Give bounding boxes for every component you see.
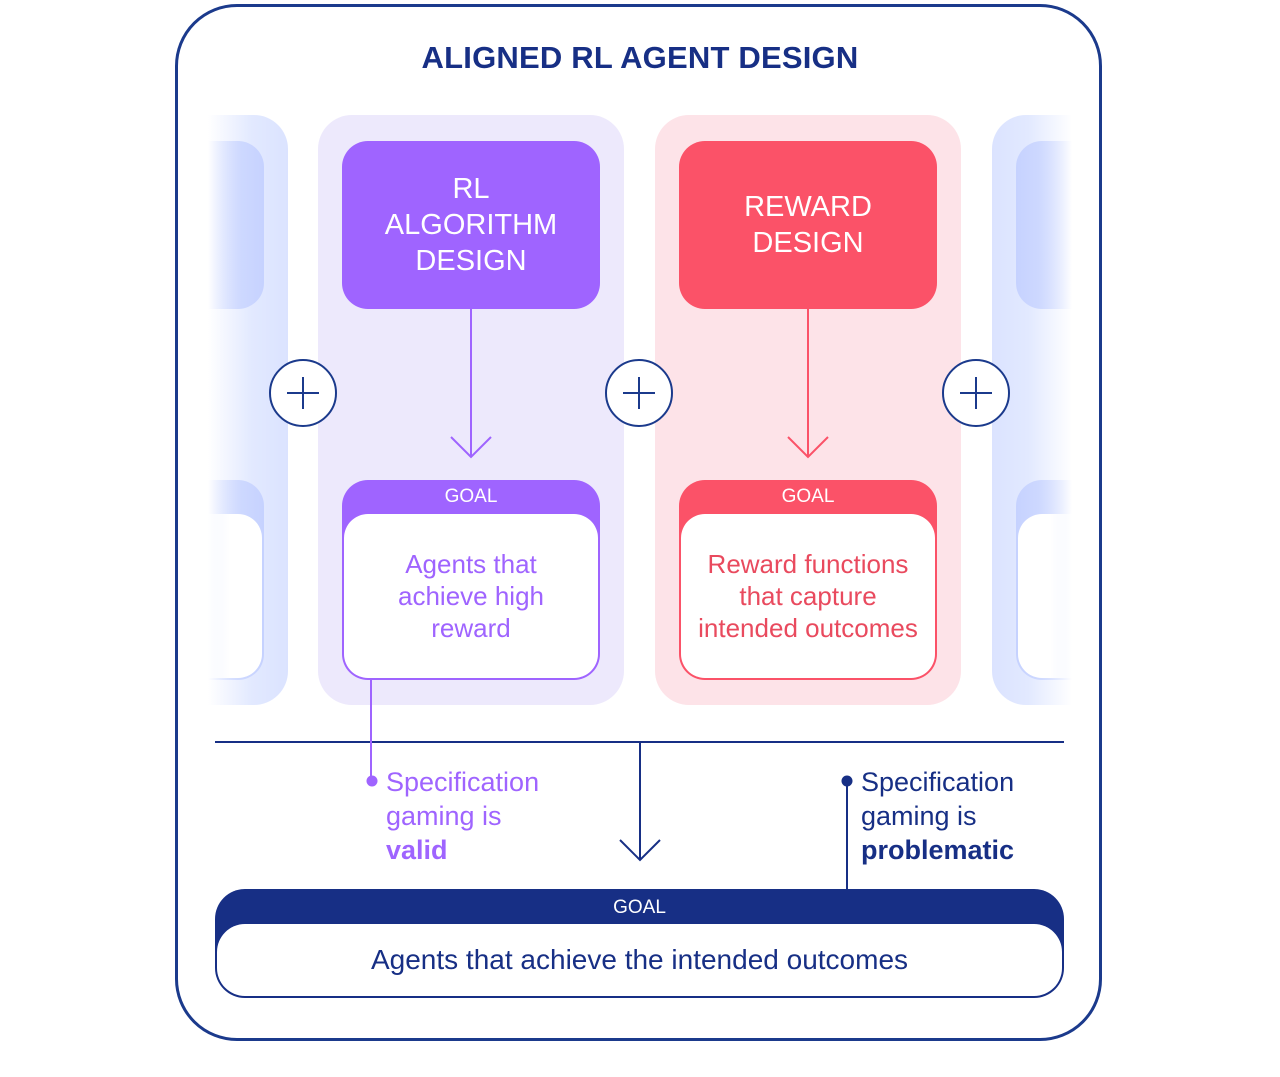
note-problematic-emphasis: problematic [861,835,1015,865]
diagram-frame [175,4,1102,1041]
faded-box-left-top [208,141,264,309]
rl-algorithm-goal-label: GOAL [444,486,498,507]
faded-box-right-bottom-inner [1018,514,1072,678]
rl-algorithm-goal-text: Agents that achieve high reward [398,549,544,643]
rl-algorithm-design-heading: RL ALGORITHM DESIGN [384,173,558,277]
note-problematic-lead: Specification gaming is [861,767,1015,831]
reward-design-heading: REWARD DESIGN [744,191,872,259]
note-valid-lead: Specification gaming is [386,767,540,831]
rl-algorithm-goal-body: Agents that achieve high reward [344,514,598,678]
final-goal-body: Agents that achieve the intended outcome… [217,924,1062,996]
diagram-title: ALIGNED RL AGENT DESIGN [421,40,859,75]
plus-icon [942,359,1010,427]
plus-icon [269,359,337,427]
rl-algorithm-design-box: RL ALGORITHM DESIGN [342,141,600,309]
note-problematic: Specification gaming is problematic [861,765,1051,867]
rl-algorithm-goal-box: GOAL Agents that achieve high reward [342,480,600,680]
final-goal-text: Agents that achieve the intended outcome… [370,944,909,975]
note-valid: Specification gaming is valid [386,765,576,867]
note-valid-emphasis: valid [386,835,448,865]
reward-design-goal-body: Reward functions that capture intended o… [681,514,935,678]
reward-design-box: REWARD DESIGN [679,141,937,309]
reward-design-goal-label: GOAL [781,486,835,507]
reward-design-goal-box: GOAL Reward functions that capture inten… [679,480,937,680]
final-goal-box: GOAL Agents that achieve the intended ou… [215,889,1064,998]
final-goal-label: GOAL [613,897,666,918]
faded-box-left-bottom-inner [208,514,262,678]
plus-icon [605,359,673,427]
faded-box-right-top [1016,141,1072,309]
reward-design-goal-text: Reward functions that capture intended o… [698,549,918,643]
